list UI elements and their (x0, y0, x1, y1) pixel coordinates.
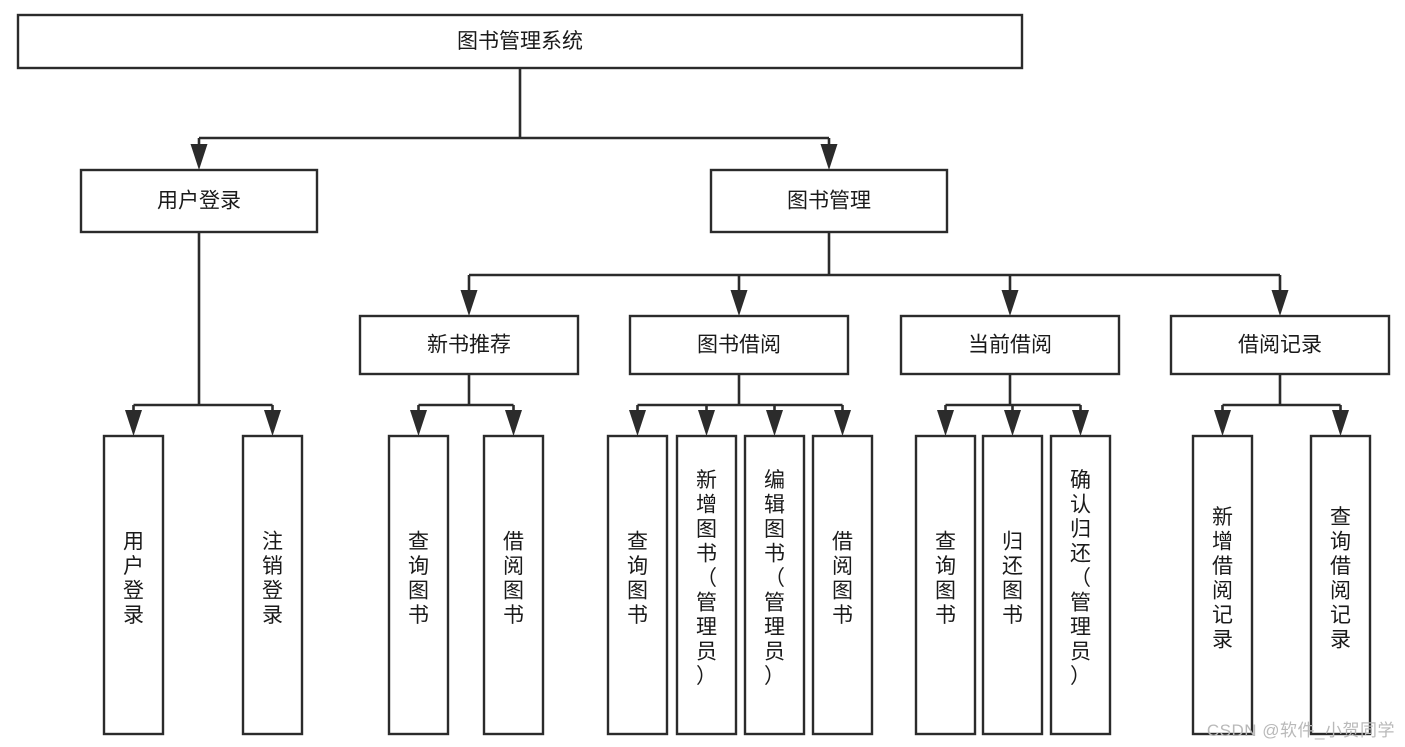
node-leaf-add-book[interactable]: 新增图书（管理员） (675, 434, 738, 736)
node-label: 借阅记录 (1238, 334, 1322, 357)
node-label: 图书借阅 (697, 334, 781, 357)
node-label: 用户登录 (123, 530, 144, 627)
arrow-head-icon (1004, 410, 1021, 436)
arrow-head-icon (730, 290, 748, 316)
arrow-head-icon (937, 410, 954, 436)
node-box[interactable] (899, 314, 1121, 376)
node-label: 新增借阅记录 (1212, 506, 1233, 652)
connector-user-login (125, 232, 281, 436)
arrow-head-icon (698, 410, 715, 436)
node-box[interactable] (1309, 434, 1372, 736)
connector-current-borrow (937, 374, 1089, 436)
connector-borrow-record (1214, 374, 1349, 436)
connector-root (190, 68, 838, 170)
arrow-head-icon (1332, 410, 1349, 436)
arrow-head-icon (834, 410, 851, 436)
node-leaf-return-book[interactable]: 归还图书 (981, 434, 1044, 736)
node-box[interactable] (1049, 434, 1112, 736)
node-box[interactable] (79, 168, 319, 234)
arrow-head-icon (1271, 290, 1289, 316)
node-box[interactable] (241, 434, 304, 736)
arrow-head-icon (264, 410, 281, 436)
node-label: 用户登录 (157, 190, 241, 213)
node-leaf-query-record[interactable]: 查询借阅记录 (1309, 434, 1372, 736)
node-leaf-add-record[interactable]: 新增借阅记录 (1191, 434, 1254, 736)
arrow-head-icon (1214, 410, 1231, 436)
node-new-book-rec[interactable]: 新书推荐 (358, 314, 580, 376)
node-label: 编辑图书（管理员） (764, 469, 785, 688)
node-box[interactable] (628, 314, 850, 376)
arrow-head-icon (766, 410, 783, 436)
node-book-manage[interactable]: 图书管理 (709, 168, 949, 234)
connector-book-borrow (629, 374, 851, 436)
node-box[interactable] (1191, 434, 1254, 736)
node-leaf-query-book-2[interactable]: 查询图书 (606, 434, 669, 736)
connector-layer (125, 68, 1349, 436)
node-leaf-borrow-book-2[interactable]: 借阅图书 (811, 434, 874, 736)
node-box[interactable] (811, 434, 874, 736)
arrow-head-icon (629, 410, 646, 436)
arrow-head-icon (460, 290, 478, 316)
node-box[interactable] (606, 434, 669, 736)
node-box[interactable] (387, 434, 450, 736)
csdn-watermark: CSDN @软件_小贺同学 (1206, 721, 1395, 740)
node-label: 新书推荐 (427, 334, 511, 357)
node-label: 借阅图书 (503, 530, 524, 627)
connector-new-book-rec (410, 374, 522, 436)
node-current-borrow[interactable]: 当前借阅 (899, 314, 1121, 376)
connector-book-manage (460, 232, 1289, 316)
node-leaf-confirm-ret[interactable]: 确认归还（管理员） (1049, 434, 1112, 736)
node-box[interactable] (709, 168, 949, 234)
node-label: 查询图书 (408, 530, 429, 627)
node-box[interactable] (1169, 314, 1391, 376)
node-user-login[interactable]: 用户登录 (79, 168, 319, 234)
node-box[interactable] (358, 314, 580, 376)
node-root[interactable]: 图书管理系统 (16, 13, 1024, 70)
node-box[interactable] (914, 434, 977, 736)
node-leaf-query-book-1[interactable]: 查询图书 (387, 434, 450, 736)
node-label: 图书管理 (787, 190, 871, 213)
node-box[interactable] (16, 13, 1024, 70)
node-leaf-edit-book[interactable]: 编辑图书（管理员） (743, 434, 806, 736)
node-label: 确认归还（管理员） (1070, 469, 1091, 688)
node-borrow-record[interactable]: 借阅记录 (1169, 314, 1391, 376)
node-label: 借阅图书 (832, 530, 853, 627)
node-label: 当前借阅 (968, 334, 1052, 357)
node-label: 查询图书 (627, 530, 648, 627)
arrow-head-icon (410, 410, 427, 436)
node-box[interactable] (981, 434, 1044, 736)
arrow-head-icon (125, 410, 142, 436)
arrow-head-icon (505, 410, 522, 436)
node-box[interactable] (102, 434, 165, 736)
node-book-borrow[interactable]: 图书借阅 (628, 314, 850, 376)
node-label: 查询借阅记录 (1330, 506, 1351, 652)
node-box[interactable] (482, 434, 545, 736)
node-label: 归还图书 (1002, 530, 1023, 627)
node-leaf-user-login[interactable]: 用户登录 (102, 434, 165, 736)
node-label: 图书管理系统 (457, 30, 583, 53)
node-box[interactable] (675, 434, 738, 736)
node-label: 新增图书（管理员） (696, 469, 717, 688)
node-leaf-query-book-3[interactable]: 查询图书 (914, 434, 977, 736)
node-label: 查询图书 (935, 530, 956, 627)
node-leaf-borrow-book-1[interactable]: 借阅图书 (482, 434, 545, 736)
node-box[interactable] (743, 434, 806, 736)
node-layer: 图书管理系统用户登录图书管理新书推荐图书借阅当前借阅借阅记录用户登录注销登录查询… (16, 13, 1391, 736)
arrow-head-icon (820, 144, 838, 170)
arrow-head-icon (1072, 410, 1089, 436)
arrow-head-icon (190, 144, 208, 170)
node-leaf-logout[interactable]: 注销登录 (241, 434, 304, 736)
node-label: 注销登录 (262, 530, 283, 627)
arrow-head-icon (1001, 290, 1019, 316)
